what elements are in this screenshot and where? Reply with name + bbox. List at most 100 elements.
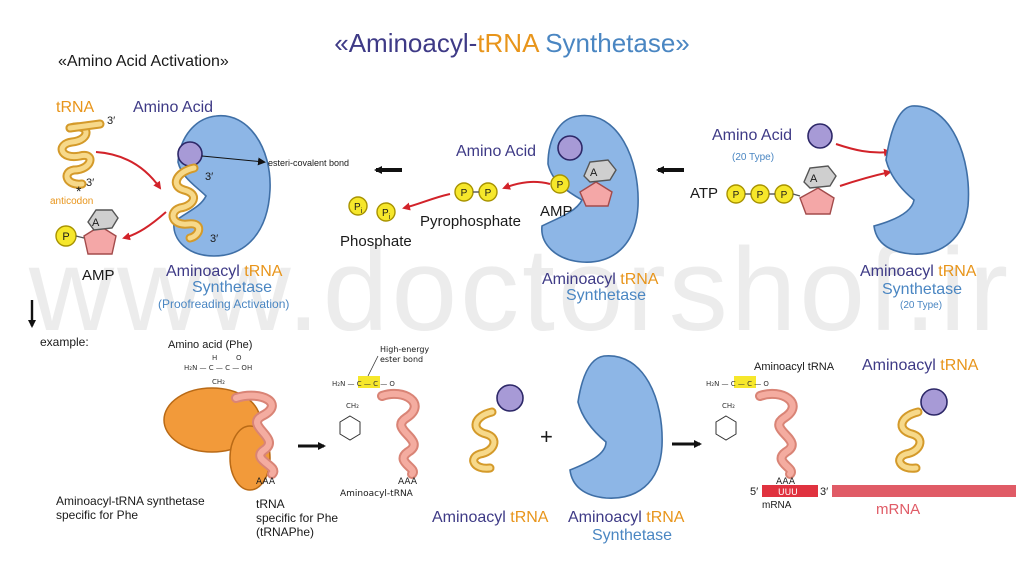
anticodon-label: anticodon [50, 196, 93, 207]
trna-label: tRNA [56, 99, 95, 116]
atp-adenine [803, 165, 837, 189]
example-label: example: [40, 335, 89, 349]
panel-2-activation: Pi Pi Phosphate P P Pyrophosphate Amino … [340, 114, 659, 304]
amino-acid-sphere-5 [920, 388, 948, 416]
pink-trna-1 [231, 390, 279, 479]
atp-ribose [799, 187, 835, 215]
trna-bottom-3prime: 3′ [86, 177, 94, 189]
bottom-aminoacyl-word: Aminoacyl [432, 509, 510, 526]
bound-trna-1 [168, 163, 204, 243]
title-part-3: Synthetase» [538, 28, 690, 58]
pi-letter-1: Pi [354, 202, 363, 215]
pink-trna-2 [377, 388, 420, 479]
amino-acid-label-2: Amino Acid [456, 143, 536, 160]
pi-sub-2: i [389, 214, 391, 221]
amino-acid-label-1: Amino Acid [133, 99, 213, 116]
trna-phe-line3: (tRNAPhe) [256, 525, 314, 539]
enzyme2-label-trna: tRNA [620, 271, 659, 288]
enzyme3-label-line1: Aminoacyl tRNA [860, 263, 977, 280]
pyro-p1-letter: P [461, 188, 468, 199]
amino-acid-sphere-4 [496, 384, 524, 412]
product-label-line2: Synthetase [192, 279, 272, 296]
phosphate-letter-amp1: P [62, 231, 69, 243]
amino-acid-types: (20 Type) [732, 152, 774, 163]
atp-adenine-letter: A [810, 173, 818, 185]
enzyme3-label-aminoacyl: Aminoacyl [860, 263, 938, 280]
arrow-trna-to-enzyme [95, 151, 162, 190]
atp-p3-letter: P [781, 190, 788, 201]
enzyme3-label-line3: (20 Type) [900, 300, 942, 311]
product-label-line1: Aminoacyl tRNA [166, 263, 283, 280]
product-label-trna: tRNA [244, 263, 283, 280]
pi-letter-2: Pi [382, 208, 391, 221]
bound-trna-3prime-top: 3′ [205, 171, 213, 183]
bond-label: esteri-covalent bond [268, 158, 349, 168]
plus-sign: + [540, 424, 553, 449]
title-part-2: tRNA [477, 28, 540, 58]
enzyme2-ribose [579, 181, 613, 207]
enzyme3-label-line2: Synthetase [882, 281, 962, 298]
panel-1-activation: tRNA 3′ 3′ * anticodon Amino Acid esteri… [50, 99, 349, 311]
enzyme-synthetase-3 [873, 105, 970, 255]
mrna-codon-bar [762, 485, 818, 497]
bottom-enzyme-aminoacyl: Aminoacyl [568, 509, 646, 526]
product-label-line3: (Proofreading Activation) [158, 297, 289, 311]
enzyme2-label-aminoacyl: Aminoacyl [542, 271, 620, 288]
phosphate-label: Phosphate [340, 233, 412, 250]
enzyme3-label-trna: tRNA [938, 263, 977, 280]
svg-text:H₂N — C — C — OH: H₂N — C — C — OH [184, 364, 252, 372]
pink-trna-3 [755, 388, 798, 479]
product-label-aminoacyl: Aminoacyl [166, 263, 244, 280]
watermark: www.doctorshof.ir [28, 224, 1011, 356]
title-part-1: «Aminoacyl- [334, 28, 477, 58]
arrow-enzyme-to-amp [122, 211, 167, 241]
trna-molecule [57, 119, 105, 189]
enzyme2-label-line2: Synthetase [566, 287, 646, 304]
amino-acid-sphere-3 [807, 123, 833, 149]
bottom-enzyme-trna: tRNA [646, 509, 685, 526]
trna-3prime-label: 3′ [107, 115, 115, 127]
enzyme-synthetase-4 [569, 355, 663, 499]
aminoacyl-trna-label: Aminoacyl tRNA [754, 361, 835, 373]
atp-p1-letter: P [733, 190, 740, 201]
panel-3-activation: Amino Acid (20 Type) ATP P P P A Aminoac… [656, 105, 977, 311]
bottom-aminoacyl-trna-label: Aminoacyl tRNA [432, 509, 549, 526]
svg-text:CH₂: CH₂ [722, 402, 735, 410]
yellow-trna-bottom [469, 407, 499, 473]
amp-label-1: AMP [82, 267, 115, 284]
mrna-small-label: mRNA [762, 500, 792, 511]
atp-p2-letter: P [757, 190, 764, 201]
mrna-3prime: 3′ [820, 486, 828, 498]
pyrophosphate-label: Pyrophosphate [420, 213, 521, 230]
bottom-enzyme-label-line1: Aminoacyl tRNA [568, 509, 685, 526]
aaa-label-2: AAA [398, 477, 418, 487]
enzyme2-phosphate [550, 174, 570, 194]
bound-trna-3prime-bottom: 3′ [210, 233, 218, 245]
section-heading-activation: «Amino Acid Activation» [58, 53, 229, 70]
mrna-large-label: mRNA [876, 501, 920, 518]
mrna-5prime: 5′ [750, 486, 758, 498]
amino-acid-phe-label: Amino acid (Phe) [168, 339, 252, 351]
phosphate-pi-1 [348, 196, 368, 216]
svg-text:H: H [212, 354, 217, 362]
example-section: example: Amino acid (Phe) H₂N — C — C — … [28, 300, 1016, 544]
arrow-enzyme-to-pyro [502, 180, 551, 190]
phe-synthetase-lobe [229, 425, 271, 491]
right-aminoacyl-trna-label: Aminoacyl tRNA [862, 357, 979, 374]
aminoacyl-structure-2: H₂N — C — C — O CH₂ [706, 376, 769, 441]
ribose-shape [83, 225, 117, 255]
right-aminoacyl-word: Aminoacyl [862, 357, 940, 374]
svg-text:CH₂: CH₂ [212, 378, 225, 386]
uuu-codon: UUU [778, 488, 798, 498]
amino-acid-label-3: Amino Acid [712, 127, 792, 144]
enzyme2-label-line1: Aminoacyl tRNA [542, 271, 659, 288]
arrow-aa-to-enzyme3 [835, 143, 892, 157]
arrow-atp-to-enzyme3 [839, 169, 892, 187]
svg-text:CH₂: CH₂ [346, 402, 359, 410]
amp-label-2: AMP [540, 203, 573, 220]
svg-text:O: O [236, 354, 242, 362]
high-energy-line2: ester bond [380, 355, 423, 364]
synthetase-label-line2: specific for Phe [56, 508, 138, 522]
atp-link-3 [792, 193, 801, 197]
